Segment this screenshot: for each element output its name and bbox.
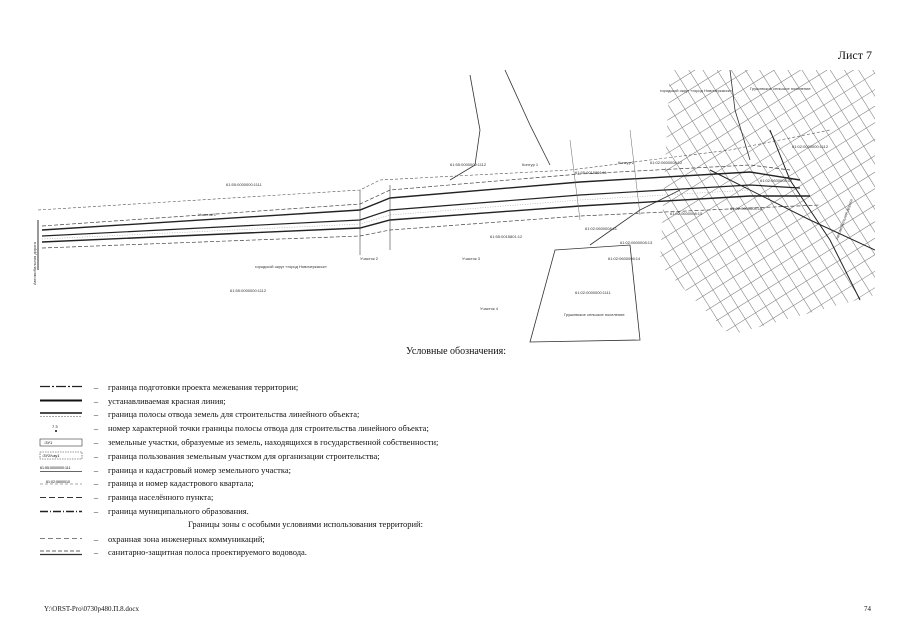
label-zone-a: Участок 1: [198, 212, 217, 217]
svg-text:7 3: 7 3: [52, 424, 58, 429]
label-side-left: Автомобильная дорога: [32, 241, 37, 285]
cadastral-parcel-symbol: 61:55:0000000:111: [40, 466, 82, 473]
legend-item: – граница полосы отвода земель для строи…: [38, 408, 658, 422]
legend-item: – охранная зона инженерных коммуникаций;: [38, 532, 658, 546]
label-zone-f: Участок 4: [480, 306, 499, 311]
point-number-symbol: 7 3: [52, 424, 58, 432]
legend-item: – санитарно-защитная полоса проектируемо…: [38, 546, 658, 560]
svg-text::ЗУ1: :ЗУ1: [44, 440, 53, 445]
sanitary-zone-symbol: [40, 550, 82, 556]
page-number: 74: [864, 605, 871, 613]
label-zone-b: Участок 2: [360, 256, 379, 261]
linear-object-corridor: [37, 129, 875, 301]
label-side-right: Автомобильная дорога: [834, 198, 854, 241]
label-quarter-bottom-right: 61:02:0000000:1111: [575, 290, 612, 295]
label-quarter-bottom-left: 61:55:0000000:1112: [230, 288, 267, 293]
legend-title: Условные обозначения:: [406, 346, 507, 357]
label-zone-e: Контур 2: [618, 160, 635, 165]
label-parcel-5: 61:02:0600008:13: [620, 240, 653, 245]
legend-item: :ЗУ2/чзу1 – граница пользования земельны…: [38, 449, 658, 463]
legend-item: – граница подготовки проекта межевания т…: [38, 380, 658, 394]
cadastral-quarter-symbol: 61:02:0600010: [40, 480, 82, 485]
state-parcels-symbol: :ЗУ1: [39, 438, 83, 446]
legend: – граница подготовки проекта межевания т…: [38, 380, 658, 559]
prep-boundary-symbol: [40, 386, 82, 388]
svg-text::ЗУ2/чзу1: :ЗУ2/чзу1: [42, 453, 60, 458]
legend-item: 7 3 – номер характерной точки границы по…: [38, 421, 658, 435]
label-parcel-4: 61:02:0600008:11: [585, 226, 618, 231]
label-parcel-1: 61:55:0015801:11: [575, 170, 608, 175]
label-district-right-bottom: Грушевское сельское поселение: [564, 312, 625, 317]
label-zone-c: Контур 1: [522, 162, 539, 167]
label-zone-d: Участок 3: [462, 256, 481, 261]
legend-item: – граница населённого пункта;: [38, 490, 658, 504]
allotment-band-symbol: [40, 412, 82, 417]
legend-item: 61:02:0600010 – граница и номер кадастро…: [38, 477, 658, 491]
label-parcel-9: 61:02:0600008:17: [760, 178, 793, 183]
label-parcel-3: 61:02:0600008:12: [650, 160, 683, 165]
svg-text:61:55:0000000:111: 61:55:0000000:111: [40, 466, 70, 470]
label-quarter-left: 61:55:0000000:1111: [226, 182, 263, 187]
label-quarter-right-top: 61:02:0000000:1112: [792, 144, 829, 149]
label-district-left-bottom: городской округ «город Новочеркасск»: [255, 264, 328, 269]
municipal-boundary: [449, 70, 751, 343]
legend-item: – устанавливаемая красная линия;: [38, 394, 658, 408]
label-parcel-8: 61:02:0600008:16: [730, 206, 763, 211]
legend-item: :ЗУ1 – земельные участки, образуемые из …: [38, 435, 658, 449]
label-quarter-top-mid: 61:55:0000000:1112: [450, 162, 487, 167]
svg-text:61:02:0600010: 61:02:0600010: [46, 480, 70, 484]
site-plan-map: городской округ «город Новочеркасск» Гру…: [32, 70, 875, 343]
legend-zones-subtitle: Границы зоны с особыми условиями использ…: [188, 518, 423, 529]
sheet-number: Лист 7: [837, 48, 872, 62]
label-parcel-6: 61:02:0600008:14: [608, 256, 641, 261]
settlement-symbol: [40, 496, 82, 498]
red-line-symbol: [40, 399, 82, 402]
utility-zone-symbol: [40, 538, 82, 540]
use-boundary-symbol: :ЗУ2/чзу1: [39, 452, 83, 460]
label-district-top: городской округ «город Новочеркасск»: [660, 88, 733, 93]
legend-item: – граница муниципального образования.: [38, 504, 658, 518]
municipal-symbol: [40, 510, 82, 512]
label-parcel-7: 61:02:0600008:15: [670, 211, 703, 216]
legend-item: 61:55:0000000:111 – граница и кадастровы…: [40, 464, 292, 475]
label-parcel-2: 61:55:0015801:12: [490, 234, 523, 239]
file-path: Y:\ORST-Pro\0730p480.П.8.docx: [44, 605, 139, 613]
label-district-right-top: Грушевское сельское поселение: [750, 86, 811, 91]
